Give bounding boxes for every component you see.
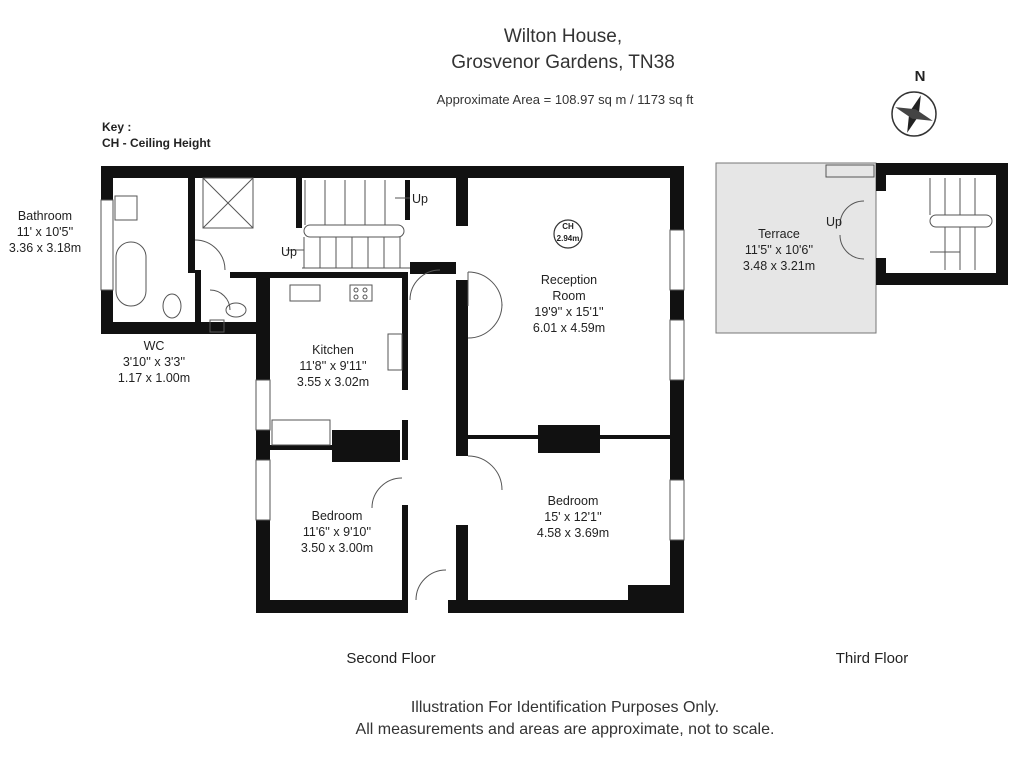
plan-title-line2: Grosvenor Gardens, TN38 [451, 52, 675, 73]
wall-bathroom-bottom [101, 322, 256, 334]
ceiling-badge-label: CH [562, 222, 574, 231]
room-bedroom1-name: Bedroom [311, 509, 363, 523]
window-bathroom [100, 199, 114, 291]
third-wall-left-bottom [876, 258, 886, 285]
ceiling-badge-value: 2.94m [556, 234, 580, 243]
wall-hall-right-mid [456, 280, 468, 340]
terrace-step [825, 164, 875, 178]
door-swings [194, 200, 865, 601]
room-reception-metric: 6.01 x 4.59m [532, 321, 606, 335]
room-reception-imperial: 19'9'' x 15'1'' [534, 305, 604, 319]
wall-wc-top [230, 272, 270, 278]
wall-hall-right-top [456, 166, 468, 226]
room-terrace-name: Terrace [758, 227, 800, 241]
compass-rose [891, 91, 937, 137]
stairs-second-floor [286, 180, 410, 269]
bath-fixture [115, 241, 147, 307]
key-ceiling-height: CH - Ceiling Height [102, 136, 211, 150]
wall-kitchen-left [256, 275, 270, 613]
toilet-wc [225, 302, 247, 318]
wall-bottom-left [256, 600, 408, 613]
disclaimer-line1: Illustration For Identification Purposes… [410, 699, 720, 716]
kitchen-cupboard [271, 419, 331, 446]
room-bathroom-metric: 3.36 x 3.18m [8, 241, 82, 255]
wall-bedroom2-top-a [468, 435, 538, 439]
wall-bottom-right [448, 600, 684, 613]
room-terrace-metric: 3.48 x 3.21m [742, 259, 816, 273]
room-terrace-imperial: 11'5'' x 10'6'' [744, 243, 814, 257]
plan-title-line1: Wilton House, [503, 26, 623, 47]
wall-kitchen-top [256, 272, 408, 278]
wall-top-right [456, 166, 684, 178]
room-reception-name-1: Reception [540, 273, 598, 287]
third-wall-right [996, 163, 1008, 285]
wall-stair-left [296, 178, 302, 228]
floor-label-third: Third Floor [835, 650, 909, 667]
wall-bedroom1-right [402, 505, 408, 613]
room-wc-metric: 1.17 x 1.00m [117, 371, 191, 385]
wall-bedroom1-top [256, 445, 332, 450]
terrace-area [715, 162, 877, 334]
chimney-breast-left [332, 430, 400, 462]
third-wall-top [876, 163, 1008, 175]
wall-bedroom2-left [456, 525, 468, 613]
room-wc-name: WC [143, 339, 165, 353]
key-heading: Key : [102, 120, 132, 134]
room-reception-name-2: Room [552, 289, 586, 303]
room-kitchen-imperial: 11'8'' x 9'11'' [299, 359, 367, 373]
sink-fixture [289, 284, 321, 302]
third-wall-left-top [876, 163, 886, 191]
wall-top-left [101, 166, 456, 178]
room-bathroom-name: Bathroom [17, 209, 73, 223]
room-bedroom1-metric: 3.50 x 3.00m [300, 541, 374, 555]
stairs-up-label-1: Up [412, 192, 428, 206]
room-bedroom2-name: Bedroom [547, 494, 599, 508]
window-bedroom2 [669, 479, 685, 541]
room-wc-imperial: 3'10'' x 3'3'' [122, 355, 186, 369]
room-kitchen-metric: 3.55 x 3.02m [296, 375, 370, 389]
wall-wc-left [195, 270, 201, 322]
wall-stair-bottom [410, 262, 456, 274]
wall-kitchen-right [402, 272, 408, 390]
walls [101, 163, 1008, 613]
chimney-breast-right [538, 425, 600, 453]
room-kitchen-name: Kitchen [312, 343, 354, 357]
fixtures [114, 164, 875, 446]
window-bedroom1 [255, 459, 271, 521]
room-bedroom1-imperial: 11'6'' x 9'10'' [302, 525, 372, 539]
wall-kitchen-right-low [402, 420, 408, 460]
shower-fixture [202, 177, 254, 229]
room-bedroom2-imperial: 15' x 12'1'' [544, 510, 602, 524]
window-kitchen [255, 379, 271, 431]
room-bathroom-imperial: 11' x 10'5'' [16, 225, 74, 239]
compass-north-label: N [914, 68, 926, 85]
toilet-bathroom [162, 293, 182, 319]
wall-hall-right-low [456, 336, 468, 456]
basin-fixture [114, 195, 138, 221]
wall-bedroom2-top-b [600, 435, 670, 439]
stairs-third-floor [929, 178, 993, 270]
ceiling-height-badge [553, 219, 583, 249]
hob-fixture [349, 284, 373, 302]
wc-basin [209, 319, 225, 333]
stairs-up-label-2: Up [281, 245, 297, 259]
approximate-area: Approximate Area = 108.97 sq m / 1173 sq… [436, 92, 694, 107]
window-reception-2 [669, 319, 685, 381]
room-bedroom2-metric: 4.58 x 3.69m [536, 526, 610, 540]
kitchen-unit [387, 333, 403, 371]
wall-bathroom-right [188, 178, 195, 273]
floor-label-second: Second Floor [346, 650, 436, 667]
wall-corner-block [628, 585, 684, 613]
window-reception-1 [669, 229, 685, 291]
wall-stair-right [405, 180, 410, 220]
disclaimer-line2: All measurements and areas are approxima… [355, 721, 775, 738]
third-wall-bottom [876, 273, 1008, 285]
stairs-up-label-3: Up [826, 215, 842, 229]
